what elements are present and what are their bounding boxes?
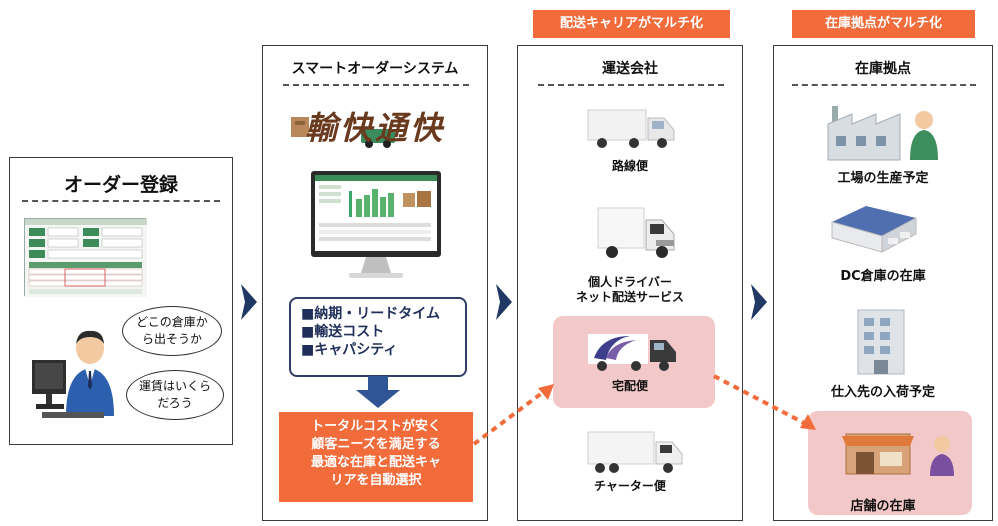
dotted-arrow-to-store xyxy=(713,374,816,430)
logo-text: 輸快通快 xyxy=(305,109,446,147)
thought-bubble-fare: 運賃はいくらだろう xyxy=(126,370,224,420)
stock-panel: 在庫拠点 工場の生産予定 DC倉庫の在庫 仕入先の入荷予定 xyxy=(773,45,993,521)
order-form-screenshot xyxy=(24,218,147,297)
result-line: トータルコストが安く xyxy=(311,419,441,434)
stock-label-dc: DC倉庫の在庫 xyxy=(840,269,926,284)
carrier-label-charter: チャーター便 xyxy=(594,479,666,493)
carrier-panel: 運送会社 路線便 個人ドライバー ネット配送サービス 宅配便 xyxy=(517,45,743,521)
bubble-text: ら出そうか xyxy=(141,332,202,346)
divider xyxy=(538,84,724,86)
chevron-right-icon xyxy=(751,284,767,320)
system-panel: スマートオーダーシステム 輸快通快 ■納期・ xyxy=(262,45,488,521)
bubble-text: どこの倉庫か xyxy=(136,315,208,329)
home-delivery-truck-icon xyxy=(588,334,676,371)
order-panel-title: オーダー登録 xyxy=(63,174,178,196)
dashboard-monitor-icon xyxy=(311,171,441,278)
route-truck-icon xyxy=(587,109,675,148)
selection-criteria-box: ■納期・リードタイム ■輸送コスト ■キャパシティ xyxy=(289,297,467,377)
logo-graphic xyxy=(291,117,395,148)
personal-driver-truck-icon xyxy=(597,207,675,258)
criteria-item: ■輸送コスト xyxy=(301,324,385,340)
carrier-multi-tag: 配送キャリアがマルチ化 xyxy=(533,10,730,38)
divider xyxy=(792,84,976,86)
thought-bubble-warehouse: どこの倉庫から出そうか xyxy=(122,306,222,356)
dc-warehouse-icon xyxy=(831,206,917,253)
stock-panel-title: 在庫拠点 xyxy=(855,61,911,77)
stock-label-supplier: 仕入先の入荷予定 xyxy=(830,385,935,400)
order-form-image xyxy=(25,219,147,297)
dotted-arrow-to-carrier xyxy=(472,384,554,446)
bubble-text: だろう xyxy=(157,396,193,410)
auto-selection-result-box: トータルコストが安く 顧客ニーズを満足する 最適な在庫と配送キャ リアを自動選択 xyxy=(279,412,473,502)
divider xyxy=(283,84,469,86)
result-line: リアを自動選択 xyxy=(330,473,422,488)
system-panel-title: スマートオーダーシステム xyxy=(291,61,459,77)
factory-icon xyxy=(827,106,938,161)
order-panel: オーダー登録 どこの倉庫から出そうか 運賃はいくらだろう xyxy=(9,157,233,445)
charter-truck-icon xyxy=(587,431,683,473)
down-arrow-icon xyxy=(356,376,400,408)
store-icon xyxy=(842,433,954,476)
carrier-panel-title: 運送会社 xyxy=(602,61,658,77)
chevron-right-icon xyxy=(496,284,512,320)
bubble-text: 運賃はいくら xyxy=(138,379,211,393)
chevron-right-icon xyxy=(241,284,257,320)
carrier-label-home-delivery: 宅配便 xyxy=(611,379,648,393)
stock-label-store: 店舗の在庫 xyxy=(850,499,916,514)
carrier-label-route: 路線便 xyxy=(611,159,648,173)
result-line: 最適な在庫と配送キャ xyxy=(310,455,441,470)
supplier-building-icon xyxy=(857,309,905,375)
label-line: 個人ドライバー xyxy=(588,275,672,289)
criteria-item: ■キャパシティ xyxy=(301,342,398,358)
logo: 輸快通快 xyxy=(287,101,467,149)
label-line: ネット配送サービス xyxy=(575,290,684,304)
stock-label-factory: 工場の生産予定 xyxy=(837,171,929,186)
result-line: 顧客ニーズを満足する xyxy=(311,437,441,452)
carrier-label-personal-driver: 個人ドライバー ネット配送サービス xyxy=(518,275,742,305)
stock-multi-tag: 在庫拠点がマルチ化 xyxy=(792,10,975,38)
divider xyxy=(22,200,220,202)
criteria-item: ■納期・リードタイム xyxy=(301,306,440,322)
person-at-computer-icon xyxy=(32,330,114,418)
